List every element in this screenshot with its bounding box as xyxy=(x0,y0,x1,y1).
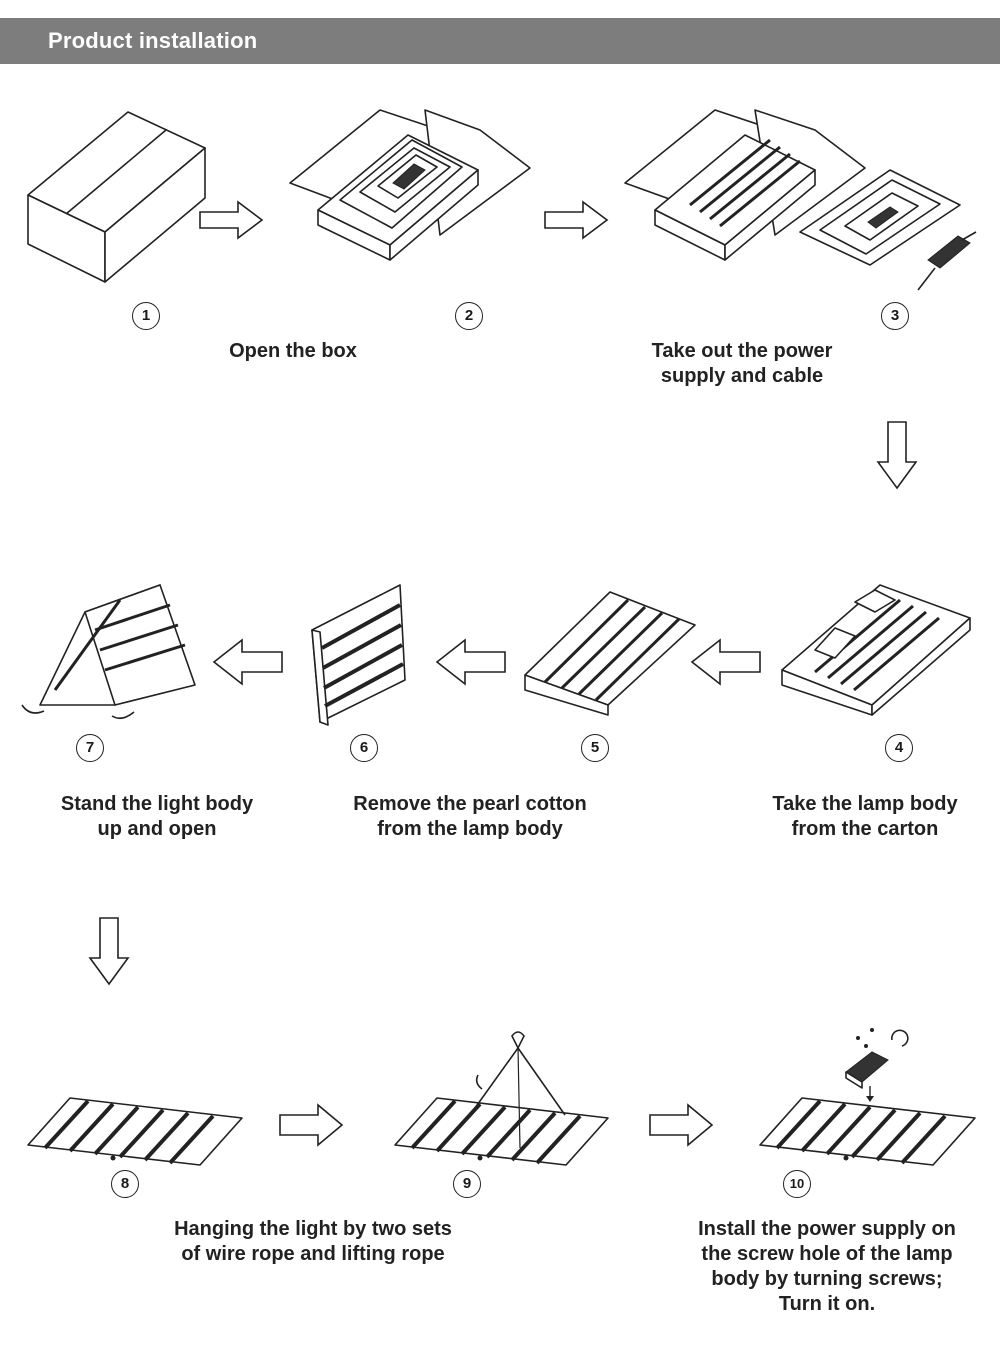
caption-open-box: Open the box xyxy=(193,339,393,364)
step-number-9: 9 xyxy=(453,1170,481,1198)
arrow-right-icon xyxy=(199,200,264,240)
lamp-stand-open-illustration xyxy=(21,584,196,720)
arrow-left-icon xyxy=(690,638,761,686)
caption-take-out-power-supply: Take out the power supply and cable xyxy=(612,339,872,389)
arrow-right-icon xyxy=(544,200,609,240)
step-number-4: 4 xyxy=(885,734,913,762)
lamp-with-foam-illustration xyxy=(524,591,696,716)
open-box-illustration xyxy=(289,109,531,261)
step-number-6: 6 xyxy=(350,734,378,762)
step-number-8: 8 xyxy=(111,1170,139,1198)
power-supply-removal-illustration xyxy=(624,109,977,291)
arrow-left-icon xyxy=(212,638,283,686)
caption-line: body by turning screws; xyxy=(711,1268,943,1290)
caption-install-power-supply: Install the power supply on the screw ho… xyxy=(672,1217,982,1317)
caption-line: the screw hole of the lamp xyxy=(701,1243,953,1265)
section-header-bar: Product installation xyxy=(0,18,1000,64)
caption-take-lamp-body: Take the lamp body from the carton xyxy=(740,792,990,842)
step-number-1: 1 xyxy=(132,302,160,330)
caption-line: Remove the pearl cotton xyxy=(353,793,587,815)
caption-line: from the carton xyxy=(791,818,939,840)
caption-line: Hanging the light by two sets xyxy=(174,1218,452,1240)
caption-line: Take out the power xyxy=(651,340,833,362)
step-number-7: 7 xyxy=(76,734,104,762)
caption-line: supply and cable xyxy=(660,365,824,387)
step-number-2: 2 xyxy=(455,302,483,330)
lamp-flat-illustration xyxy=(27,1097,243,1166)
caption-line: of wire rope and lifting rope xyxy=(181,1243,445,1265)
arrow-right-icon xyxy=(279,1103,344,1147)
caption-hanging-light: Hanging the light by two sets of wire ro… xyxy=(138,1217,488,1267)
caption-line: up and open xyxy=(97,818,217,840)
lamp-hanging-illustration xyxy=(394,1031,609,1166)
closed-box-illustration xyxy=(27,111,206,283)
caption-remove-pearl-cotton: Remove the pearl cotton from the lamp bo… xyxy=(320,792,620,842)
step-number-3: 3 xyxy=(881,302,909,330)
step-number-5: 5 xyxy=(581,734,609,762)
caption-line: Turn it on. xyxy=(778,1293,876,1315)
arrow-down-icon xyxy=(876,421,918,490)
caption-line: from the lamp body xyxy=(377,818,563,840)
install-power-supply-illustration xyxy=(759,1028,976,1166)
section-title: Product installation xyxy=(48,28,258,53)
arrow-left-icon xyxy=(435,638,506,686)
step-number-10: 10 xyxy=(783,1170,811,1198)
lamp-in-carton-illustration xyxy=(781,584,971,716)
caption-line: Open the box xyxy=(229,340,357,362)
caption-stand-light-body: Stand the light body up and open xyxy=(32,792,282,842)
arrow-down-icon xyxy=(88,917,130,986)
caption-line: Take the lamp body xyxy=(772,793,958,815)
caption-line: Stand the light body xyxy=(60,793,254,815)
lamp-upright-illustration xyxy=(311,584,406,726)
caption-line: Install the power supply on xyxy=(698,1218,956,1240)
arrow-right-icon xyxy=(649,1103,714,1147)
